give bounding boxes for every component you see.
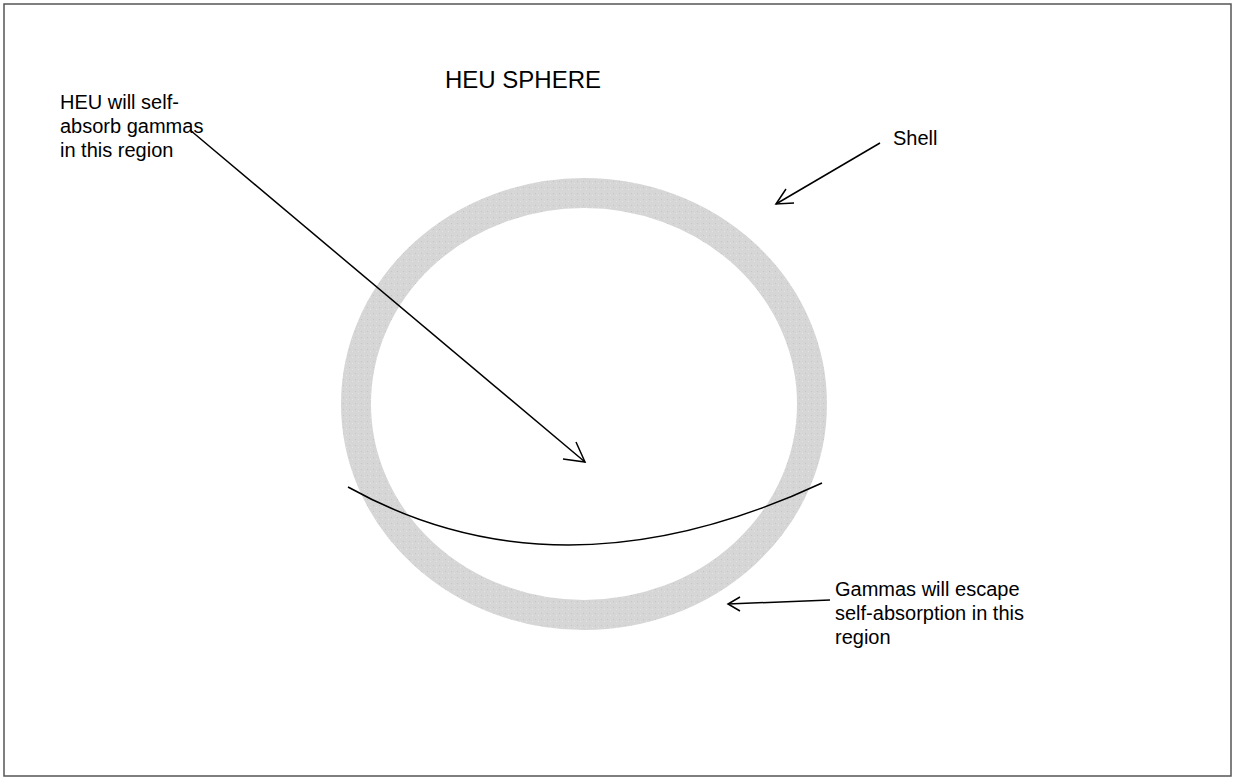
leader-lines	[190, 130, 880, 611]
region-divider	[348, 483, 822, 545]
shell-ring	[356, 193, 812, 615]
diagram-title: HEU SPHERE	[445, 66, 601, 95]
part-name: Shell	[893, 126, 937, 150]
region-note: HEU will self-absorb gammas in this regi…	[60, 90, 215, 162]
region-note: Gammas will escape self-absorption in th…	[835, 577, 1060, 649]
frame	[4, 4, 1231, 776]
